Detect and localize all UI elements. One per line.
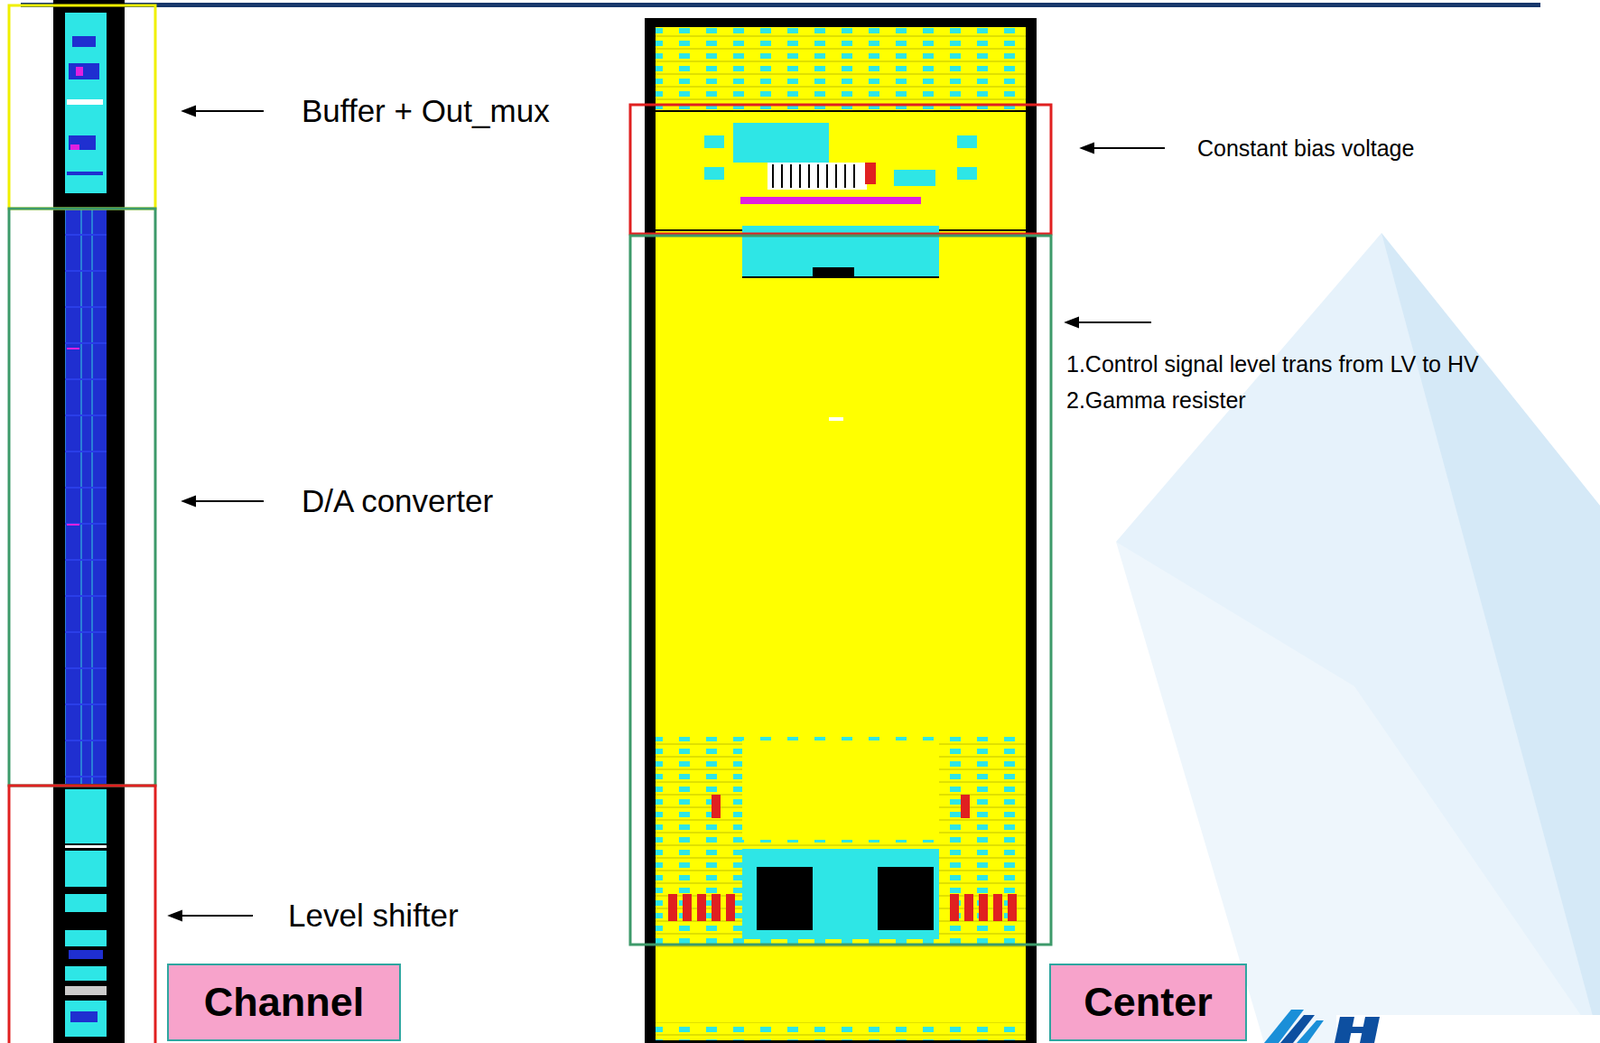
- annotation-label: Buffer + Out_mux: [301, 93, 550, 130]
- tag-text: Center: [1083, 978, 1213, 1026]
- annotation-label: 2.Gamma resister: [1066, 387, 1247, 414]
- annotation-label: D/A converter: [301, 483, 494, 520]
- annotation-label: 1.Control signal level trans from LV to …: [1066, 351, 1480, 378]
- section-tag: Center: [1049, 963, 1247, 1042]
- annotation-label: Constant bias voltage: [1197, 135, 1414, 162]
- section-tag: Channel: [167, 963, 401, 1042]
- tag-text: Channel: [204, 978, 365, 1026]
- annotation-label: Level shifter: [288, 897, 459, 934]
